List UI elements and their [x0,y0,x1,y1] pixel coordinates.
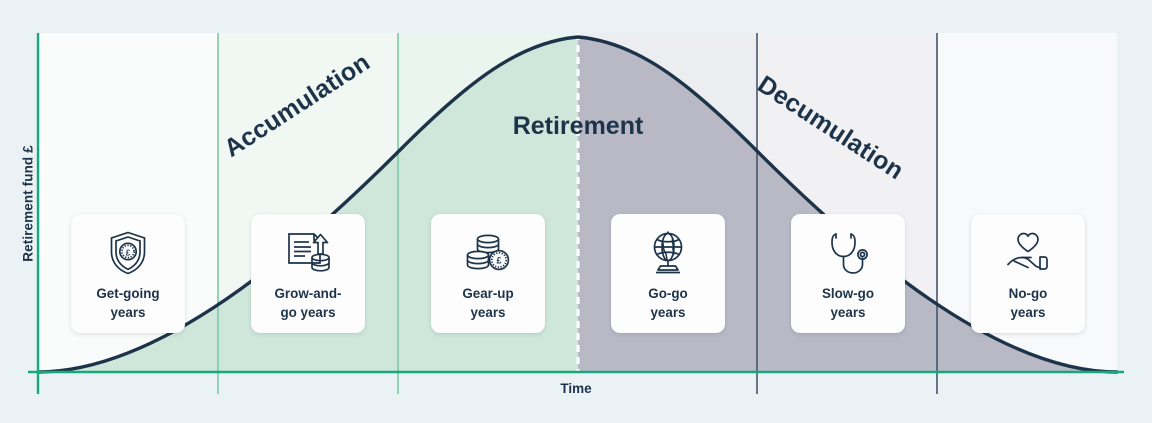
card-gear-up[interactable]: £ Gear-up years [431,214,545,333]
card-label: Get-going years [96,286,160,321]
card-no-go[interactable]: No-go years [971,214,1085,333]
x-axis-title: Time [560,381,592,396]
phase-dividers [217,33,938,394]
coin-stack-icon: £ [464,228,512,278]
card-label: No-go years [1008,286,1048,321]
card-label: Go-go years [648,286,688,321]
card-label: Gear-up years [462,286,514,321]
svg-text:£: £ [126,248,131,257]
card-grow-and-go[interactable]: Grow-and- go years [251,214,365,333]
card-slow-go[interactable]: Slow-go years [791,214,905,333]
shield-coin-icon: £ [107,228,149,278]
card-go-go[interactable]: Go-go years [611,214,725,333]
stethoscope-icon [827,228,869,278]
document-growth-icon [284,228,332,278]
svg-text:£: £ [496,256,501,266]
y-axis-title: Retirement fund £ [20,145,36,262]
card-label: Slow-go years [821,286,875,321]
label-retirement: Retirement [512,112,644,140]
heart-in-hand-icon [1004,228,1052,278]
card-get-going[interactable]: £ Get-going years [71,214,185,333]
globe-icon [646,228,690,278]
card-label: Grow-and- go years [274,286,342,321]
